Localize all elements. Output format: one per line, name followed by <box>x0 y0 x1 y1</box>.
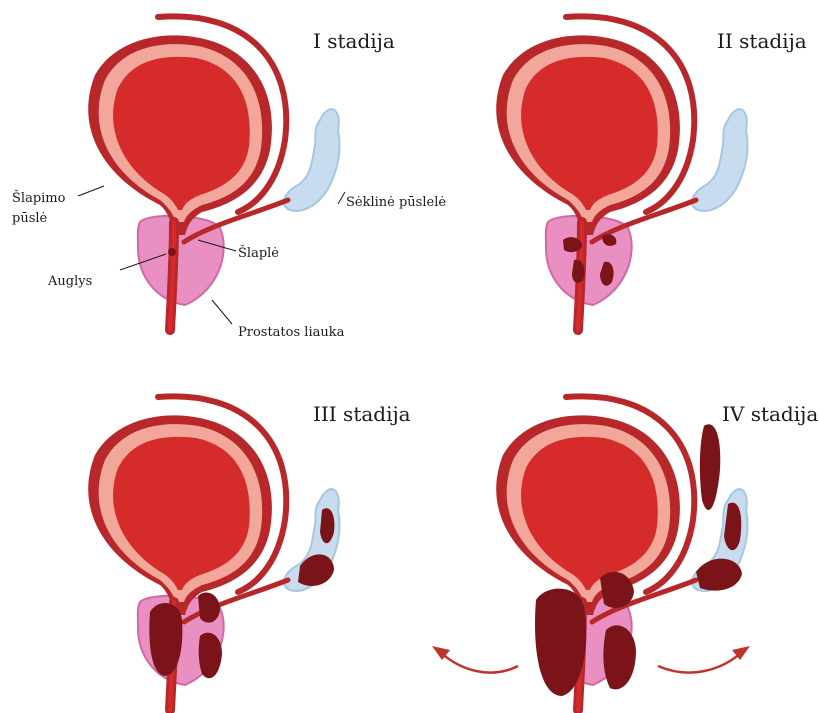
stage-4-title: IV stadija <box>722 402 818 426</box>
spread-right-arrow <box>658 652 742 673</box>
stage-1-title: I stadija <box>313 29 395 53</box>
stage-3-tumor <box>199 633 222 679</box>
seminal-vesicle-label: Sėklinė pūslelė <box>346 195 446 210</box>
bladder-label-line2: pūslė <box>12 211 48 226</box>
prostate-label: Prostatos liauka <box>238 325 345 340</box>
stage-3-title: III stadija <box>313 402 411 426</box>
stage-4-panel: IV stadija <box>432 396 818 710</box>
stage-4-tumor <box>696 559 742 591</box>
stage-4-tumor <box>603 625 636 689</box>
bladder-label-line1: Šlapimo <box>12 189 66 206</box>
spread-left-arrow <box>440 652 518 673</box>
stage-3-panel: III stadija <box>88 396 410 710</box>
tumor-label: Auglys <box>47 274 92 289</box>
stage-4-tumor <box>700 424 720 510</box>
stage-1-tumor <box>168 248 176 256</box>
urethra-label: Šlaplė <box>238 244 279 261</box>
stage-3-tumor <box>198 592 220 622</box>
stage-2-title: II stadija <box>717 29 807 53</box>
stage-1-panel: I stadija Šlapimo pūslė Sėklinė pūslelė … <box>12 16 446 340</box>
stage-2-panel: II stadija <box>496 16 807 330</box>
